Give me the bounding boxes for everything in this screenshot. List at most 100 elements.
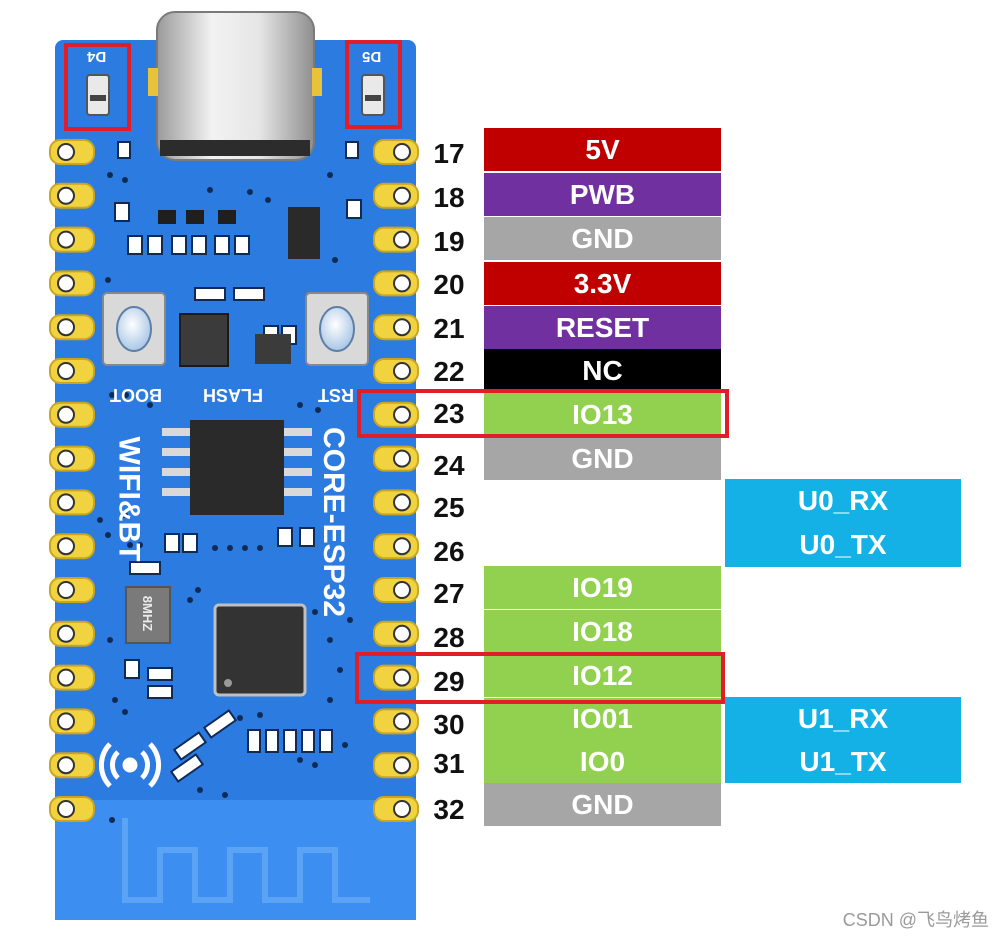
right-pad [373, 314, 419, 341]
pin-bar-nc: NC [484, 349, 721, 392]
pin-bar-io18: IO18 [484, 610, 721, 653]
pin-bar-io12: IO12 [484, 654, 721, 697]
uart-u0-tx: U0_TX [725, 523, 961, 567]
pin-bar-io19: IO19 [484, 566, 721, 609]
pin-number: 26 [433, 536, 465, 567]
left-pad [49, 445, 95, 472]
left-pad [49, 533, 95, 560]
crystal-8mhz [125, 586, 171, 644]
via-dot [297, 757, 303, 763]
pin-bar-3v3: 3.3V [484, 262, 721, 305]
watermark: CSDN @飞鸟烤鱼 [842, 910, 989, 930]
via-dot [315, 407, 321, 413]
via-dot [107, 172, 113, 178]
pin-bar-gnd-3: GND [484, 783, 721, 826]
right-pad [373, 226, 419, 253]
usb-c-connector [156, 11, 315, 161]
passive-components [114, 141, 362, 753]
via-dot [105, 277, 111, 283]
pin-number: 21 [433, 313, 465, 344]
pin-number: 20 [433, 269, 465, 300]
left-pad [49, 620, 95, 647]
highlight-pin-29 [355, 652, 725, 704]
via-dot [122, 177, 128, 183]
label-flash: FLASH [203, 385, 263, 405]
via-dot [207, 187, 213, 193]
uart-u1-tx: U1_TX [725, 740, 961, 783]
via-dot [327, 172, 333, 178]
right-pad [373, 708, 419, 735]
via-dot [109, 817, 115, 823]
via-dot [222, 792, 228, 798]
via-dot [327, 697, 333, 703]
pin-number: 27 [433, 578, 465, 609]
pin-number: 22 [433, 356, 465, 387]
via-dot [137, 542, 143, 548]
highlight-led-d4 [64, 43, 131, 131]
left-pad [49, 401, 95, 428]
right-pad [373, 182, 419, 209]
left-pad [49, 796, 95, 822]
right-pad [373, 577, 419, 603]
pin-bar-io13: IO13 [484, 393, 721, 436]
left-pad [49, 358, 95, 384]
via-dot [347, 617, 353, 623]
pin-bar-pwb: PWB [484, 173, 721, 216]
pin-number: 18 [433, 182, 465, 213]
label-crystal: 8MHZ [140, 595, 156, 632]
pin-bar-gnd: GND [484, 217, 721, 260]
right-pad [373, 270, 419, 297]
pin-number: 19 [433, 226, 465, 257]
via-dot [247, 189, 253, 195]
left-pin-pads [49, 139, 95, 822]
via-dot [122, 709, 128, 715]
regulator-chip [288, 207, 320, 259]
antenna-trace [122, 818, 370, 903]
pin-bar-io01: IO01 [484, 698, 721, 740]
right-pad [373, 139, 419, 165]
via-dot [147, 402, 153, 408]
via-dot [127, 542, 133, 548]
via-dot [332, 257, 338, 263]
right-pad [373, 445, 419, 472]
via-dot [242, 545, 248, 551]
via-dot [312, 609, 318, 615]
pin-number: 32 [433, 794, 465, 825]
via-dot [195, 587, 201, 593]
via-dot [265, 197, 271, 203]
via-dot [337, 667, 343, 673]
pin-bar-5v: 5V [484, 128, 721, 171]
pin-bar-gnd-2: GND [484, 437, 721, 480]
right-pad [373, 533, 419, 560]
rst-button-cap [319, 306, 355, 352]
via-dot [187, 597, 193, 603]
left-pad [49, 577, 95, 603]
via-dot [297, 402, 303, 408]
right-pad [373, 752, 419, 779]
small-ic [255, 334, 291, 364]
highlight-led-d5 [345, 40, 402, 129]
right-pin-pads [373, 139, 419, 822]
pin-bar-io0: IO0 [484, 740, 721, 783]
uart-u1-rx: U1_RX [725, 697, 961, 740]
via-dot [257, 545, 263, 551]
pin-bar-reset: RESET [484, 306, 721, 349]
via-dot [312, 762, 318, 768]
left-pad [49, 489, 95, 516]
pin-number: 23 [433, 398, 465, 429]
flash-chip [190, 420, 284, 515]
pin-number: 31 [433, 748, 465, 779]
label-wifi-bt: WIFI&BT [112, 436, 146, 562]
left-pad [49, 752, 95, 779]
label-boot: BOOT [110, 385, 162, 405]
via-dot [227, 545, 233, 551]
left-pad [49, 270, 95, 297]
right-pad [373, 489, 419, 516]
pin-number: 28 [433, 622, 465, 653]
right-pad [373, 620, 419, 647]
via-dot [197, 787, 203, 793]
diagonal-components [169, 709, 238, 783]
boot-button-cap [116, 306, 152, 352]
left-pad [49, 314, 95, 341]
